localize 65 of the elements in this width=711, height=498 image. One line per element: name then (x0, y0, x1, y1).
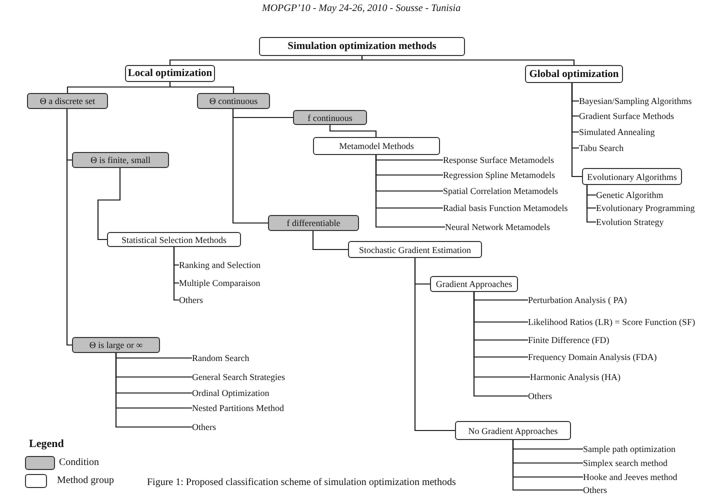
method-label: Harmonic Analysis (HA) (530, 371, 620, 383)
connector-line (97, 168, 121, 240)
method-label: Neural Network Metamodels (445, 221, 550, 233)
method-label: Evolution Strategy (596, 216, 664, 228)
method-label: Likelihood Ratios (LR) = Score Function (SF) (528, 316, 696, 328)
method-label: Simulated Annealing (579, 126, 655, 138)
method-group-box: Gradient Approaches (430, 276, 518, 292)
method-label: Radial basis Function Metamodels (443, 202, 568, 214)
method-label: Ranking and Selection (179, 259, 260, 271)
method-label: Random Search (192, 352, 250, 364)
condition-box: Θ a discrete set (27, 93, 108, 109)
method-label: Regression Spline Metamodels (443, 169, 555, 181)
condition-box: Θ is large or ∞ (72, 337, 160, 353)
connector-line (512, 440, 583, 491)
connector-line (115, 353, 192, 428)
connector-line (586, 185, 596, 223)
legend-label: Condition (59, 457, 100, 468)
category-box: Local optimization (125, 65, 215, 82)
connector-line (169, 82, 234, 93)
legend-label: Method group (57, 475, 114, 486)
method-label: Multiple Comparaison (179, 277, 260, 289)
method-label: Frequency Domain Analysis (FDA) (528, 351, 657, 363)
method-label: General Search Strategies (192, 371, 285, 383)
condition-box: Θ is finite, small (72, 152, 169, 168)
connector-line (173, 247, 179, 301)
method-label: Simplex search method (583, 457, 668, 469)
method-group-box: Stochastic Gradient Estimation (348, 241, 482, 258)
connector-line (66, 109, 72, 346)
method-label: Response Surface Metamodels (443, 154, 554, 166)
method-label: Bayesian/Sampling Algorithms (579, 95, 692, 107)
condition-box: Θ continuous (197, 93, 270, 109)
connector-line (571, 83, 582, 178)
method-label: Others (583, 484, 607, 496)
method-group-box: Evolutionary Algorithms (582, 168, 682, 185)
category-box: Global optimization (525, 65, 623, 83)
method-label: Spatial Correlation Metamodels (443, 185, 558, 197)
connector-line (473, 292, 528, 397)
method-label: Others (528, 390, 552, 402)
connector-line (329, 125, 377, 137)
method-label: Genetic Algorithm (596, 189, 664, 201)
method-label: Others (179, 294, 203, 306)
method-label: Perturbation Analysis ( PA) (528, 294, 627, 306)
connector-line (361, 56, 575, 65)
method-label: Gradient Surface Methods (579, 110, 674, 122)
condition-box: f differentiable (268, 215, 359, 231)
method-label: Ordinal Optimization (192, 387, 270, 399)
connector-line (375, 155, 445, 228)
connector-line (312, 231, 348, 250)
figure-caption: Figure 1: Proposed classification scheme of simulation optimization methods (147, 477, 456, 488)
connector-line (232, 109, 268, 224)
page-header: MOPGP’10 - May 24-26, 2010 - Sousse - Tunisia (262, 3, 461, 14)
category-box: Simulation optimization methods (259, 37, 465, 56)
method-label: Hooke and Jeeves method (583, 471, 678, 483)
connector-line (414, 258, 455, 432)
method-label: Finite Difference (FD) (528, 334, 610, 346)
method-label: Evolutionary Programming (596, 202, 695, 214)
method-group-box: No Gradient Approaches (455, 421, 571, 440)
method-group-box: Metamodel Methods (313, 137, 440, 155)
method-group-box: Statistical Selection Methods (107, 232, 241, 247)
method-label: Tabu Search (579, 142, 624, 154)
method-label: Sample path optimization (583, 443, 676, 455)
legend-title: Legend (29, 438, 64, 450)
condition-box: f continuous (293, 110, 367, 125)
method-label: Nested Partitions Method (192, 402, 284, 414)
method-label: Others (192, 421, 216, 433)
